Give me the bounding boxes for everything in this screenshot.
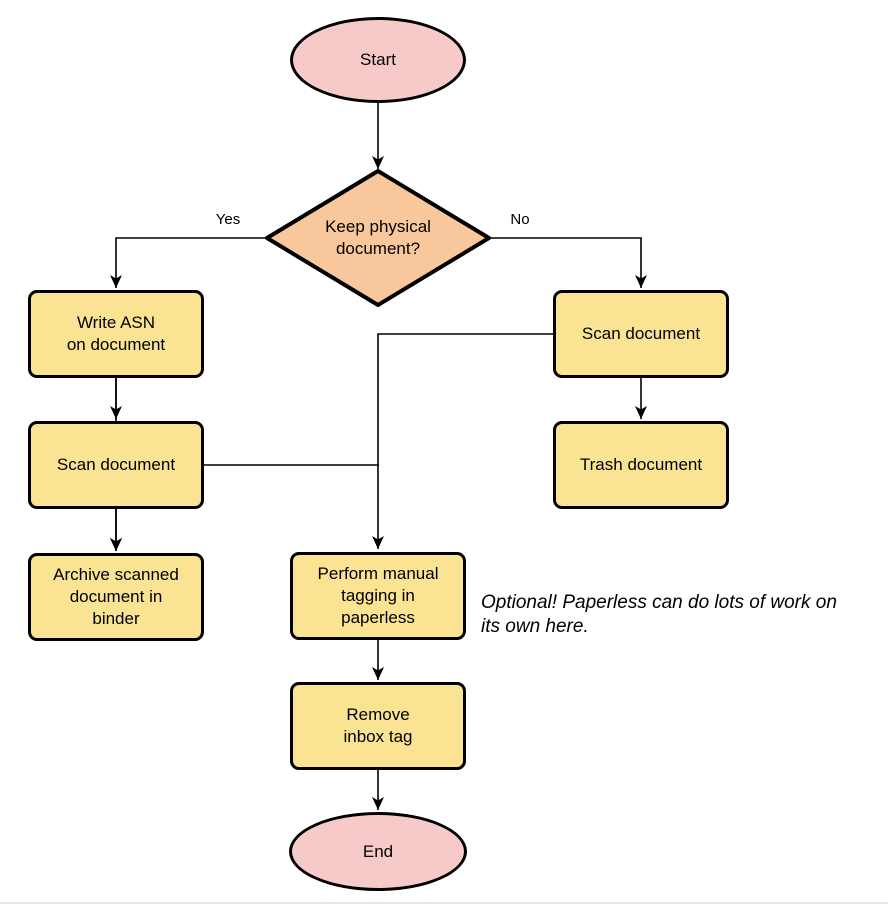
- annotation-optional-note: Optional! Paperless can do lots of work …: [481, 592, 837, 637]
- node-perform-manual-tagging: Perform manual tagging in paperless: [290, 552, 466, 640]
- node-remove-inbox-tag: Remove inbox tag: [290, 682, 466, 770]
- edge-scanright-to-tagging: [372, 333, 553, 549]
- node-archive-scanned-document: Archive scanned document in binder: [28, 553, 204, 641]
- edge-label-no: No: [510, 211, 530, 228]
- node-decision-label: Keep physical document?: [325, 217, 431, 258]
- node-decision: Keep physical document?: [298, 200, 458, 276]
- node-write-asn-label: Write ASN on document: [66, 313, 166, 354]
- edge-label-yes: Yes: [215, 211, 241, 228]
- node-scan-document-left: Scan document: [28, 421, 204, 509]
- node-scan-left-label: Scan document: [56, 455, 176, 474]
- node-scan-right-label: Scan document: [581, 324, 701, 343]
- bottom-divider: [0, 902, 888, 904]
- node-scan-document-right: Scan document: [553, 290, 729, 378]
- node-end-label: End: [362, 841, 394, 861]
- node-end: End: [289, 812, 467, 891]
- node-archive-label: Archive scanned document in binder: [53, 565, 179, 628]
- node-start: Start: [290, 17, 466, 103]
- node-trash-label: Trash document: [579, 455, 703, 474]
- edge-decision-no: [489, 237, 647, 288]
- decision-diamond-shape: [265, 169, 491, 307]
- edge-decision-yes: [110, 237, 267, 288]
- node-start-label: Start: [360, 50, 396, 69]
- node-trash-document: Trash document: [553, 421, 729, 509]
- node-remove-inbox-label: Remove inbox tag: [343, 705, 413, 746]
- node-write-asn-on-document: Write ASN on document: [28, 290, 204, 378]
- node-tagging-label: Perform manual tagging in paperless: [317, 564, 439, 627]
